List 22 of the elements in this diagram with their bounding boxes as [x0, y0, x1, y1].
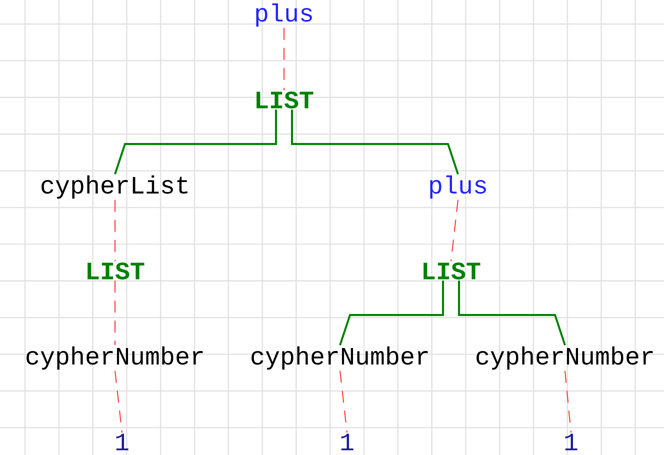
number-label: 1	[116, 434, 128, 450]
tree-edge	[114, 199, 116, 262]
tree-edge	[564, 370, 572, 434]
list-label: LIST	[88, 262, 144, 280]
operator-label: plus	[430, 175, 486, 199]
tree-edge	[291, 110, 459, 174]
operator-label: plus	[256, 3, 312, 27]
tree-edge	[339, 280, 444, 346]
tree-edge	[340, 370, 348, 434]
tree-edge	[114, 110, 277, 174]
number-label: 1	[341, 434, 354, 450]
tree-edge	[458, 280, 566, 346]
tree-edge	[114, 280, 116, 346]
number-label: 1	[565, 434, 578, 450]
node-label: cypherNumber	[26, 346, 203, 370]
list-label: LIST	[424, 262, 480, 280]
node-label: cypherNumber	[252, 346, 428, 370]
tree-edge	[114, 370, 122, 434]
tree-edge	[450, 199, 458, 262]
node-label: cypherList	[42, 175, 188, 199]
list-label: LIST	[256, 92, 314, 108]
node-label: cypherNumber	[476, 346, 653, 370]
